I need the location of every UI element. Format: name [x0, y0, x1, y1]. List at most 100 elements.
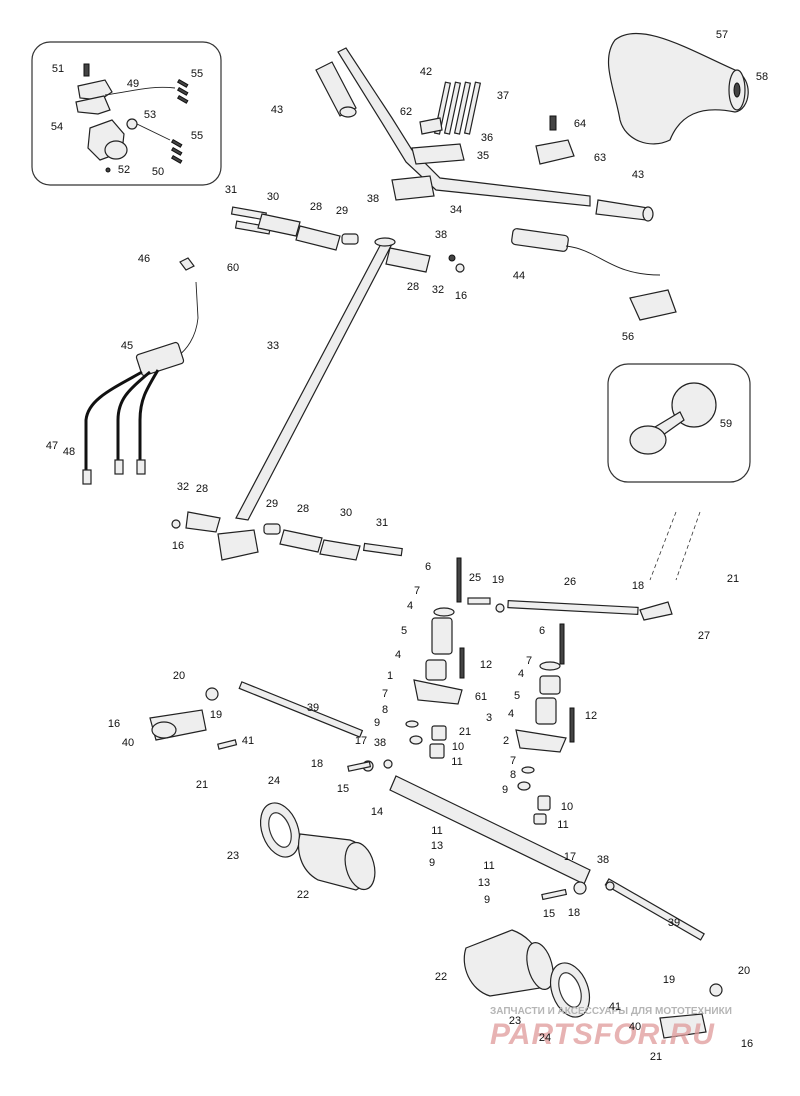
- steering-column: [235, 239, 394, 521]
- callout-l-21a: 21: [727, 573, 739, 585]
- callout-l-31a: 31: [225, 184, 237, 196]
- top-clamp-34: [391, 175, 435, 201]
- callout-l-43b: 43: [632, 169, 644, 181]
- callout-l-33: 33: [267, 340, 279, 352]
- callout-l-36: 36: [481, 132, 493, 144]
- callout-l-38c: 38: [374, 737, 386, 749]
- callout-l-17a: 17: [355, 735, 367, 747]
- clamp-bolts: [411, 81, 482, 165]
- callout-l-50: 50: [152, 166, 164, 178]
- callout-l-23b: 23: [509, 1015, 521, 1027]
- callout-l-4a: 4: [407, 600, 413, 612]
- callout-l-9b: 9: [502, 784, 508, 796]
- callout-l-43a: 43: [271, 104, 283, 116]
- callout-l-17b: 17: [564, 851, 576, 863]
- callout-l-44: 44: [513, 270, 525, 282]
- callout-l-40b: 40: [629, 1021, 641, 1033]
- callout-l-15a: 15: [337, 783, 349, 795]
- handlebar: [315, 47, 654, 222]
- callout-l-46: 46: [138, 253, 150, 265]
- callout-l-10a: 10: [452, 741, 464, 753]
- right-boot: [463, 929, 591, 1018]
- callout-l-45: 45: [121, 340, 133, 352]
- callout-l-30a: 30: [267, 191, 279, 203]
- callout-l-39b: 39: [668, 917, 680, 929]
- callout-l-18a: 18: [632, 580, 644, 592]
- callout-l-38a: 38: [367, 193, 379, 205]
- callout-l-41b: 41: [609, 1001, 621, 1013]
- left-tie-rod: [149, 681, 393, 772]
- steering-arm-2: [515, 623, 575, 753]
- callout-l-24a: 24: [268, 775, 280, 787]
- callout-l-54: 54: [51, 121, 63, 133]
- callout-l-7a: 7: [414, 585, 420, 597]
- callout-l-21c: 21: [196, 779, 208, 791]
- callout-l-14: 14: [371, 806, 383, 818]
- steering-arm-1: [413, 557, 465, 705]
- callout-l-13b: 13: [478, 877, 490, 889]
- grip-cover-part: [607, 32, 749, 145]
- callout-l-29b: 29: [266, 498, 278, 510]
- callout-l-4c: 4: [518, 668, 524, 680]
- callout-l-8a: 8: [382, 704, 388, 716]
- callout-l-6b: 6: [539, 625, 545, 637]
- callout-l-61: 61: [475, 691, 487, 703]
- callout-l-28a: 28: [310, 201, 322, 213]
- callout-l-4d: 4: [508, 708, 514, 720]
- callout-l-20b: 20: [738, 965, 750, 977]
- callout-l-9c: 9: [429, 857, 435, 869]
- callout-l-26: 26: [564, 576, 576, 588]
- callout-l-7c: 7: [382, 688, 388, 700]
- callout-l-57: 57: [716, 29, 728, 41]
- callout-l-18b: 18: [311, 758, 323, 770]
- callout-l-16d: 16: [741, 1038, 753, 1050]
- switch-assembly-parts: [75, 63, 189, 173]
- callout-l-1: 1: [387, 670, 393, 682]
- callout-l-15b: 15: [543, 908, 555, 920]
- callout-l-39a: 39: [307, 702, 319, 714]
- callout-l-19b: 19: [210, 709, 222, 721]
- callout-l-52: 52: [118, 164, 130, 176]
- callout-l-28b: 28: [407, 281, 419, 293]
- watermark-caption: ЗАПЧАСТИ И АКСЕССУАРЫ ДЛЯ МОТОТЕХНИКИ: [490, 1006, 732, 1017]
- callout-l-48: 48: [63, 446, 75, 458]
- callout-l-23a: 23: [227, 850, 239, 862]
- callout-l-6a: 6: [425, 561, 431, 573]
- cable-harness-45: [82, 257, 199, 485]
- switch-housing-63: [535, 115, 575, 165]
- callout-l-22a: 22: [297, 889, 309, 901]
- left-boot: [259, 802, 376, 891]
- callout-l-56: 56: [622, 331, 634, 343]
- callout-l-49: 49: [127, 78, 139, 90]
- callout-l-11d: 11: [483, 860, 494, 872]
- callout-l-51: 51: [52, 63, 64, 75]
- callout-l-27: 27: [698, 630, 710, 642]
- callout-l-38b: 38: [435, 229, 447, 241]
- callout-l-19c: 19: [663, 974, 675, 986]
- callout-l-7d: 7: [510, 755, 516, 767]
- callout-l-62: 62: [400, 106, 412, 118]
- callout-l-7b: 7: [526, 655, 532, 667]
- callout-l-41a: 41: [242, 735, 254, 747]
- callout-l-21d: 21: [650, 1051, 662, 1063]
- callout-l-59: 59: [720, 418, 732, 430]
- callout-l-20a: 20: [173, 670, 185, 682]
- callout-l-2: 2: [503, 735, 509, 747]
- callout-l-5b: 5: [514, 690, 520, 702]
- callout-l-22b: 22: [435, 971, 447, 983]
- callout-l-34: 34: [450, 204, 462, 216]
- bushing-stack: [405, 720, 551, 825]
- right-tie-rod: [541, 878, 723, 1039]
- callout-l-18c: 18: [568, 907, 580, 919]
- upper-linkage: [230, 206, 465, 273]
- callout-l-31b: 31: [376, 517, 388, 529]
- callout-l-63: 63: [594, 152, 606, 164]
- callout-l-47: 47: [46, 440, 58, 452]
- callout-l-3: 3: [486, 712, 492, 724]
- callout-l-53: 53: [144, 109, 156, 121]
- callout-l-29a: 29: [336, 205, 348, 217]
- callout-l-11a: 11: [451, 756, 462, 768]
- callout-l-24b: 24: [539, 1032, 551, 1044]
- watermark: ЗАПЧАСТИ И АКСЕССУАРЫ ДЛЯ МОТОТЕХНИКИ PA…: [490, 1006, 732, 1051]
- callout-l-38d: 38: [597, 854, 609, 866]
